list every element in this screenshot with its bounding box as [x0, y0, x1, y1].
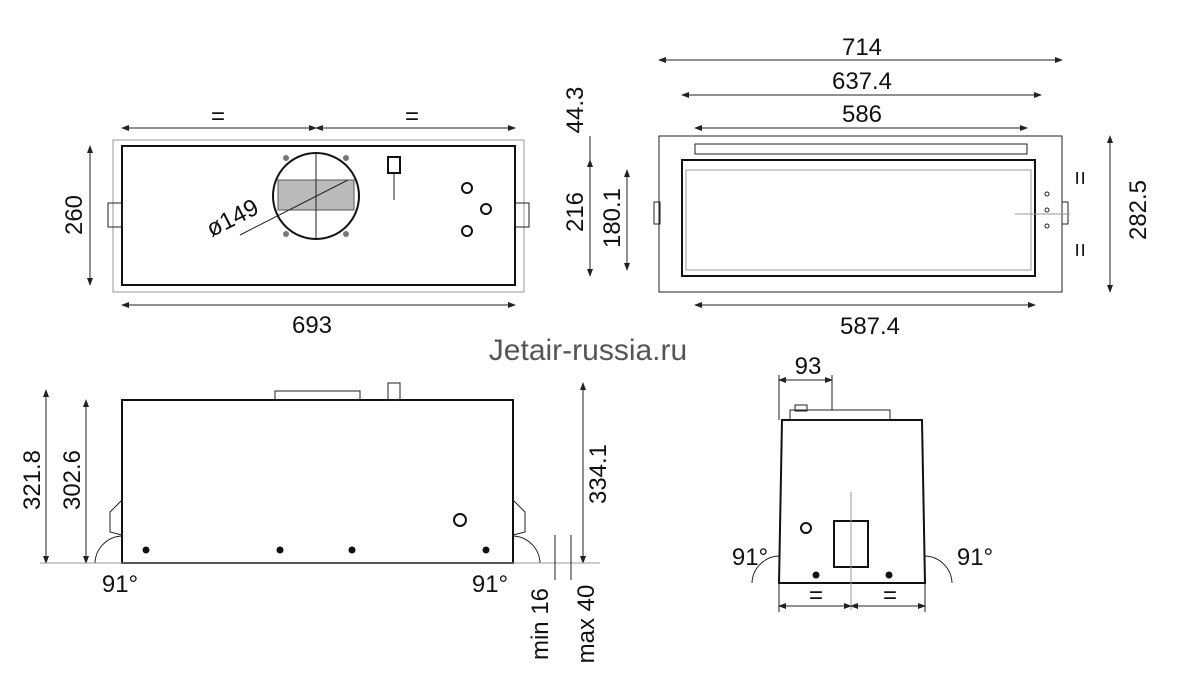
equal-mark-bottom: =	[1067, 243, 1094, 257]
depth-dimension: 260	[61, 195, 88, 235]
total-height-dimension: 321.8	[19, 450, 46, 510]
overall-width-dimension: 714	[842, 34, 882, 61]
equal-mark-top: =	[1067, 171, 1094, 185]
equal-mark-right: =	[883, 582, 897, 609]
outlet-offset-dimension: 93	[795, 353, 822, 380]
equal-mark-left: =	[809, 582, 823, 609]
min-offset-dimension: min 16	[527, 588, 554, 660]
equal-mark-right: =	[405, 103, 419, 130]
angle-right: 91°	[472, 571, 508, 598]
duct-diameter-dimension: ø149	[202, 194, 263, 243]
max-height-dimension: 334.1	[585, 444, 612, 504]
width-dimension: 693	[292, 312, 332, 339]
side-view: 321.8 302.6 334.1 91° 91° min 16 max 40	[19, 382, 612, 664]
overall-depth-dimension: 282.5	[1125, 180, 1152, 240]
max-offset-dimension: max 40	[573, 585, 600, 664]
angle-left: 91°	[732, 544, 768, 571]
frame-width-dimension: 637.4	[832, 68, 892, 95]
frame-border-dimension: 44.3	[562, 87, 589, 134]
top-view: = = 260 693 ø149	[61, 103, 530, 339]
front-view: 714 637.4 586 587.4 44.3 216 180.1 282.5…	[562, 34, 1152, 340]
cutout-width-dimension: 587.4	[840, 313, 900, 340]
fan-outlet	[239, 152, 360, 240]
watermark: Jetair-russia.ru	[489, 334, 687, 367]
angle-right: 91°	[957, 544, 993, 571]
body-height-dimension: 302.6	[59, 450, 86, 510]
glass-height-dimension: 180.1	[599, 188, 626, 248]
angle-left: 91°	[102, 571, 138, 598]
equal-mark-left: =	[211, 103, 225, 130]
glass-width-dimension: 586	[842, 101, 882, 128]
frame-height-dimension: 216	[562, 192, 589, 232]
end-view: 93 91° 91° = =	[732, 353, 993, 612]
